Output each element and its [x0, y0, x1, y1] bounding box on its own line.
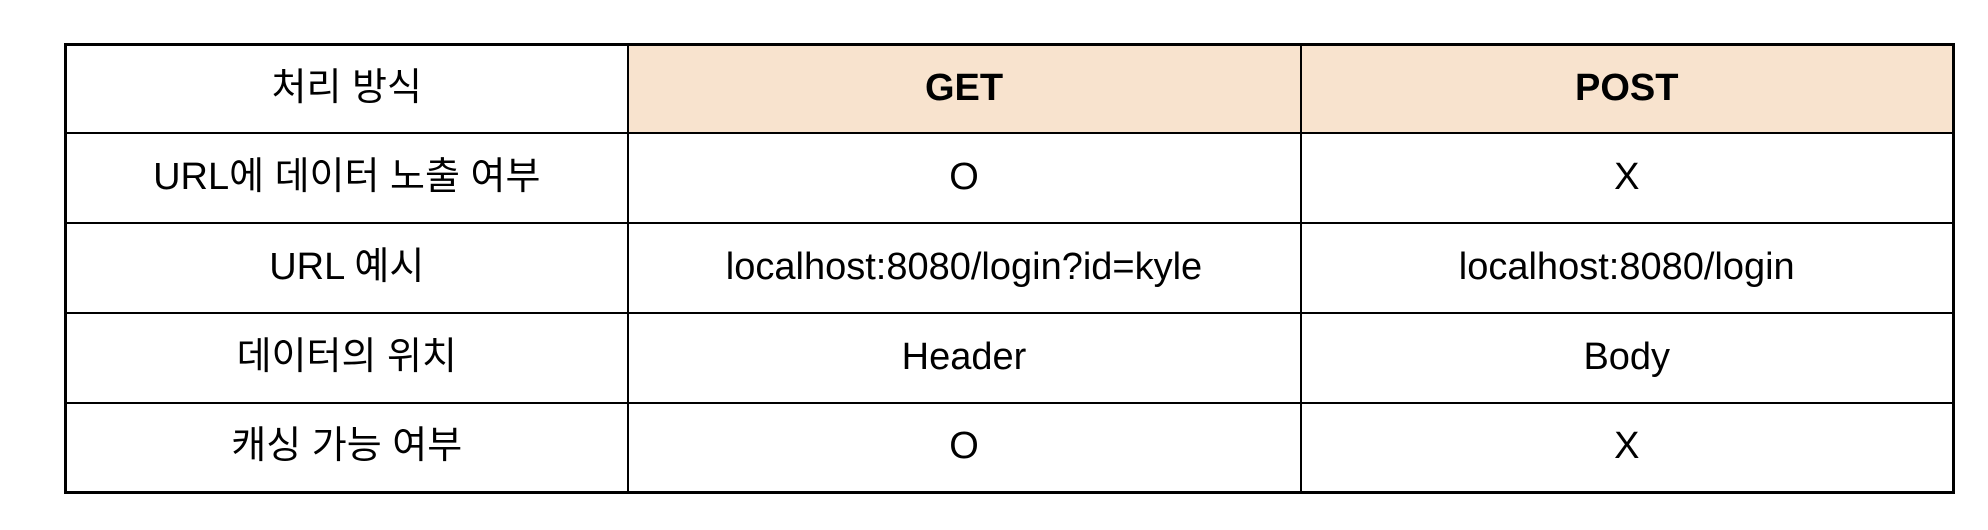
- cell-get-url-example: localhost:8080/login?id=kyle: [626, 221, 1302, 314]
- get-post-comparison-table: 처리 방식 GET POST URL에 데이터 노출 여부 O X URL 예시…: [64, 43, 1955, 494]
- header-cell-get: GET: [626, 43, 1302, 134]
- cell-post-url-exposure: X: [1299, 131, 1955, 224]
- table-row-cacheable: 캐싱 가능 여부 O X: [64, 401, 1955, 494]
- row-label-cacheable: 캐싱 가능 여부: [64, 401, 629, 494]
- cell-get-data-location: Header: [626, 311, 1302, 404]
- row-label-url-example: URL 예시: [64, 221, 629, 314]
- row-label-url-exposure: URL에 데이터 노출 여부: [64, 131, 629, 224]
- cell-post-data-location: Body: [1299, 311, 1955, 404]
- table-row-url-exposure: URL에 데이터 노출 여부 O X: [64, 131, 1955, 224]
- table-row-data-location: 데이터의 위치 Header Body: [64, 311, 1955, 404]
- header-row: 처리 방식 GET POST: [64, 43, 1955, 134]
- cell-get-cacheable: O: [626, 401, 1302, 494]
- cell-post-url-example: localhost:8080/login: [1299, 221, 1955, 314]
- header-cell-category: 처리 방식: [64, 43, 629, 134]
- header-cell-post: POST: [1299, 43, 1955, 134]
- cell-get-url-exposure: O: [626, 131, 1302, 224]
- cell-post-cacheable: X: [1299, 401, 1955, 494]
- row-label-data-location: 데이터의 위치: [64, 311, 629, 404]
- table-row-url-example: URL 예시 localhost:8080/login?id=kyle loca…: [64, 221, 1955, 314]
